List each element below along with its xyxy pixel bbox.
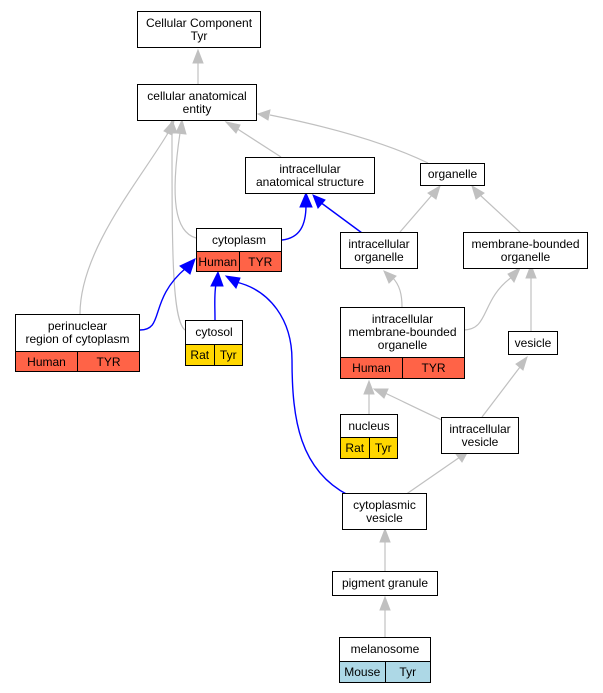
edge-io-to-ias [319, 201, 363, 234]
node-label: cytoplasm [211, 232, 267, 247]
arrow-cae-3 [175, 118, 187, 135]
node-label: intracellular membrane-bounded organelle [348, 312, 457, 352]
edge-mbo-to-organelle [479, 194, 521, 233]
edge-imbo-to-mbo [462, 276, 513, 331]
node-cellular-anatomical-entity[interactable]: cellular anatomical entity [137, 84, 257, 121]
species-cell: Rat [186, 345, 214, 365]
edge-perinuclear-to-cae [79, 132, 169, 315]
arrow-vesicle [515, 355, 528, 371]
node-melanosome[interactable]: melanosome Mouse Tyr [339, 637, 431, 683]
node-nucleus[interactable]: nucleus Rat Tyr [340, 414, 398, 459]
gene-cell: Tyr [384, 662, 430, 682]
edge-cytoplasm-to-cae [174, 132, 197, 239]
arrow-mbo-1 [507, 266, 521, 283]
annotation-row: Human TYR [197, 251, 281, 271]
arrow-cv [379, 527, 391, 543]
species-cell: Rat [341, 438, 369, 458]
annotation-row: Rat Tyr [186, 344, 242, 365]
gene-cell: Tyr [368, 438, 397, 458]
arrow-ias-2 [312, 194, 326, 209]
node-intracellular-mb-organelle[interactable]: intracellular membrane-bounded organelle… [340, 307, 465, 379]
node-label: nucleus [348, 418, 390, 433]
gene-cell: TYR [402, 358, 464, 378]
node-label: Cellular Component Tyr [145, 15, 253, 43]
edge-cytosol-to-cytoplasm [214, 283, 217, 321]
arrow-mbo-2 [525, 263, 537, 279]
node-label: cytoplasmic vesicle [353, 497, 416, 525]
arrow-io [383, 270, 397, 284]
node-pigment-granule[interactable]: pigment granule [332, 571, 438, 596]
edge-organelle-to-cae [269, 114, 429, 164]
gray-arrowheads [163, 48, 537, 611]
node-organelle[interactable]: organelle [420, 163, 485, 186]
node-intracellular-vesicle[interactable]: intracellular vesicle [441, 417, 519, 454]
arrow-imbo-1 [363, 379, 375, 395]
node-perinuclear-region[interactable]: perinuclear region of cytoplasm Human TY… [15, 314, 140, 372]
gene-cell: TYR [238, 252, 281, 271]
edge-cv-to-cytoplasm [235, 281, 349, 496]
node-cytoplasmic-vesicle[interactable]: cytoplasmic vesicle [342, 493, 427, 530]
species-cell: Human [341, 358, 402, 378]
node-label: cytosol [195, 325, 233, 339]
edge-cytosol-to-cae [171, 132, 186, 331]
node-label: vesicle [514, 335, 552, 350]
node-label: membrane-bounded organelle [471, 236, 580, 264]
arrow-imbo-2 [372, 388, 389, 399]
arrow-cytoplasm-3 [224, 275, 241, 289]
edge-io-to-organelle [399, 194, 433, 233]
annotation-row: Human TYR [341, 357, 464, 378]
arrow-organelle-1 [427, 184, 441, 200]
node-cytosol[interactable]: cytosol Rat Tyr [185, 320, 243, 366]
node-cellular-component[interactable]: Cellular Component Tyr [137, 11, 261, 48]
arrow-organelle-2 [471, 184, 485, 200]
node-label: melanosome [350, 642, 420, 656]
node-label: intracellular organelle [348, 236, 410, 264]
node-label: intracellular vesicle [449, 421, 511, 449]
node-label: perinuclear region of cytoplasm [25, 319, 130, 346]
node-label: intracellular anatomical structure [255, 161, 365, 189]
blue-edges [139, 201, 363, 496]
edge-cytoplasm-to-ias [281, 204, 307, 241]
species-cell: Human [16, 352, 77, 371]
node-intracellular-organelle[interactable]: intracellular organelle [340, 232, 418, 269]
arrow-pg [379, 595, 391, 611]
annotation-row: Human TYR [16, 351, 139, 371]
node-intracellular-anatomical-structure[interactable]: intracellular anatomical structure [245, 157, 375, 194]
edge-iv-to-imbo [384, 392, 445, 422]
edge-imbo-to-io [391, 276, 403, 308]
blue-arrowheads [179, 191, 326, 289]
arrow-cae-2 [256, 109, 271, 121]
arrow-cae-5 [166, 118, 178, 134]
annotation-row: Rat Tyr [341, 437, 397, 458]
node-cytoplasm[interactable]: cytoplasm Human TYR [196, 228, 282, 272]
arrow-cc [192, 48, 204, 64]
arrow-cytoplasm-2 [210, 270, 224, 287]
node-label: pigment granule [341, 576, 429, 590]
edge-iv-to-vesicle [481, 366, 521, 418]
gene-cell: Tyr [213, 345, 242, 365]
gray-edges [79, 62, 532, 637]
edge-cv-to-iv [404, 456, 461, 496]
species-cell: Human [197, 252, 239, 271]
node-label: organelle [427, 167, 478, 181]
edge-perinuclear-to-cytoplasm [139, 267, 187, 331]
arrow-ias-1 [299, 191, 313, 208]
node-label: cellular anatomical entity [147, 88, 247, 116]
edge-ias-to-cae [235, 127, 282, 158]
node-vesicle[interactable]: vesicle [508, 331, 558, 355]
gene-cell: TYR [77, 352, 139, 371]
annotation-row: Mouse Tyr [340, 661, 430, 682]
node-membrane-bounded-organelle[interactable]: membrane-bounded organelle [463, 232, 588, 269]
species-cell: Mouse [340, 662, 385, 682]
arrow-cytoplasm-1 [179, 258, 196, 275]
arrow-cae-1 [224, 121, 241, 134]
